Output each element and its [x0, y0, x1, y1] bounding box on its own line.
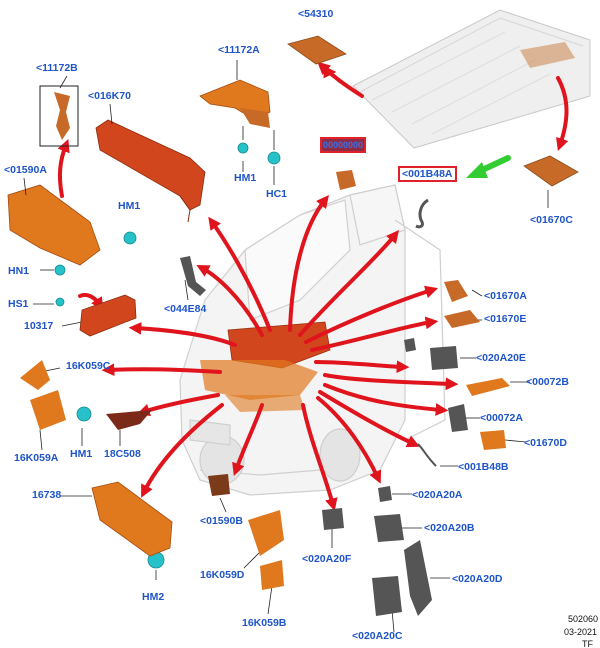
label-hm1-left[interactable]: HM1	[118, 200, 141, 212]
left-lower-parts	[20, 360, 173, 557]
label-11172A[interactable]: <11172A	[218, 44, 260, 56]
label-044E84[interactable]: <044E84	[164, 303, 207, 315]
label-16738[interactable]: 16738	[32, 489, 62, 501]
label-hm2[interactable]: HM2	[142, 591, 165, 603]
label-01670A[interactable]: <01670A	[484, 290, 527, 302]
label-hm1-top[interactable]: HM1	[234, 172, 257, 184]
label-18C508[interactable]: 18C508	[104, 448, 141, 460]
label-020A20A[interactable]: <020A20A	[412, 489, 463, 501]
green-arrow-icon	[466, 155, 511, 178]
footer-initials: TF	[582, 639, 593, 648]
label-16K059D[interactable]: 16K059D	[200, 569, 245, 581]
label-001B48B[interactable]: <001B48B	[458, 461, 509, 473]
part-016K70	[95, 119, 206, 223]
label-01590B[interactable]: <01590B	[200, 515, 243, 527]
label-020A20D[interactable]: <020A20D	[452, 573, 503, 585]
clip-icons	[54, 142, 281, 569]
label-16K059C[interactable]: 16K059C	[66, 360, 111, 372]
part-10317	[79, 294, 137, 337]
label-hm1-bottom[interactable]: HM1	[70, 448, 93, 460]
part-044E84	[180, 256, 206, 296]
label-hs1[interactable]: HS1	[8, 298, 29, 310]
label-54310[interactable]: <54310	[298, 8, 334, 20]
part-11172A	[199, 79, 271, 128]
label-16K059A[interactable]: 16K059A	[14, 452, 59, 464]
arrows	[101, 65, 459, 512]
arrows-secondary	[57, 61, 569, 311]
label-11172B[interactable]: <11172B	[36, 62, 78, 74]
part-01590A	[7, 184, 101, 266]
label-020A20B[interactable]: <020A20B	[424, 522, 475, 534]
label-020A20F[interactable]: <020A20F	[302, 553, 352, 565]
label-hidden[interactable]: 00000000	[320, 137, 367, 153]
leader-lines	[23, 39, 549, 633]
label-020A20E[interactable]: <020A20E	[476, 352, 526, 364]
label-00072B[interactable]: <00072B	[526, 376, 569, 388]
label-hc1[interactable]: HC1	[266, 188, 288, 200]
label-01670E[interactable]: <01670E	[484, 313, 527, 325]
label-01670C[interactable]: <01670C	[530, 214, 573, 226]
bottom-parts	[208, 474, 432, 616]
label-00072A[interactable]: <00072A	[480, 412, 523, 424]
footer-date: 03-2021	[564, 627, 598, 637]
label-016K70[interactable]: <016K70	[88, 90, 131, 102]
label-020A20C[interactable]: <020A20C	[352, 630, 403, 642]
label-10317[interactable]: 10317	[24, 320, 54, 332]
part-01670C	[523, 155, 579, 187]
part-hidden	[336, 170, 356, 190]
part-001B48A	[415, 198, 429, 229]
footer-ref: 502060	[568, 614, 599, 624]
label-hn1[interactable]: HN1	[8, 265, 30, 277]
label-01590A[interactable]: <01590A	[4, 164, 47, 176]
right-parts	[404, 280, 510, 467]
roof-panel	[352, 9, 591, 149]
center-assembly	[200, 321, 331, 412]
label-01670D[interactable]: <01670D	[524, 437, 567, 449]
part-11172B	[39, 85, 79, 147]
label-001B48A[interactable]: <001B48A	[398, 166, 457, 182]
part-54310	[287, 35, 347, 65]
label-16K059B[interactable]: 16K059B	[242, 617, 287, 629]
